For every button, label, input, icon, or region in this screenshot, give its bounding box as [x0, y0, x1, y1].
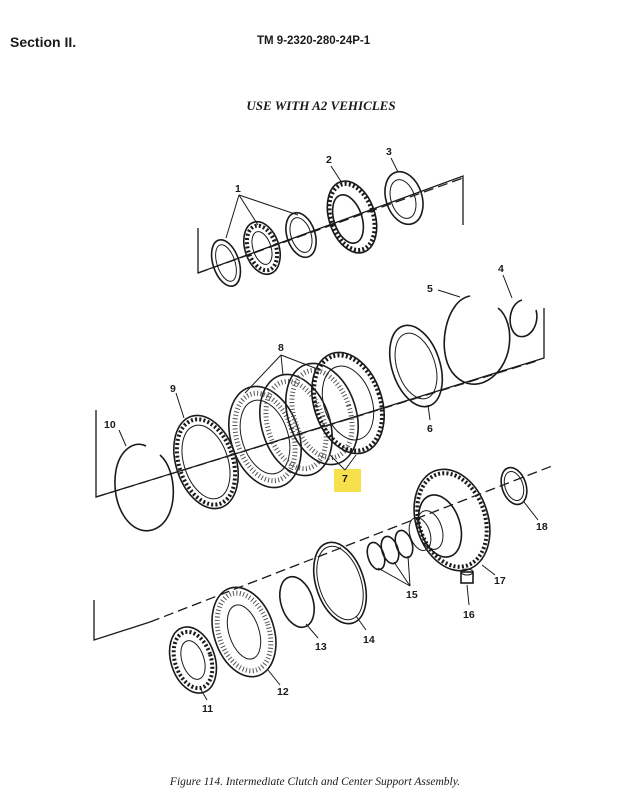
section-label: Section II.: [10, 34, 77, 50]
part-2-gear: [326, 180, 378, 254]
middle-group: 8 7 9 10 6 5 4: [95, 263, 545, 532]
callout-11: 11: [202, 703, 213, 715]
callout-12: 12: [277, 686, 289, 698]
part-13-seal: [278, 575, 316, 629]
part-16-plug: [460, 568, 474, 584]
middle-centerline: [95, 359, 541, 498]
callout-7-highlight: [334, 469, 361, 492]
part-5-snap-ring: [443, 295, 511, 385]
lower-frame: [93, 600, 151, 641]
part-11-sprag-assembly: [168, 626, 218, 694]
lower-group: 11 12 13 14 15 16 17 18: [93, 465, 553, 715]
callout-13: 13: [315, 641, 327, 653]
part-17-center-support: [408, 468, 491, 572]
callout-5: 5: [427, 283, 433, 295]
manual-number: TM 9-2320-280-24P-1: [257, 35, 371, 47]
middle-frame: [95, 308, 545, 498]
callout-7: 7: [342, 473, 348, 485]
part-8-clutch-pack: [228, 351, 385, 489]
callout-6: 6: [427, 423, 433, 435]
part-12-race: [211, 586, 277, 678]
callout-18: 18: [536, 521, 548, 533]
callout-16: 16: [463, 609, 475, 621]
callout-15: 15: [406, 589, 418, 601]
callout-2: 2: [326, 154, 332, 166]
callout-17: 17: [494, 575, 506, 587]
part-4-ring: [509, 299, 538, 338]
figure-subtitle: USE WITH A2 VEHICLES: [246, 98, 396, 113]
figure-caption: Figure 114. Intermediate Clutch and Cent…: [169, 776, 461, 788]
lower-centerline: [149, 465, 553, 623]
callout-1: 1: [235, 183, 241, 195]
callout-3: 3: [386, 146, 392, 158]
part-18-ring: [500, 466, 528, 506]
part-6-plate: [388, 324, 444, 408]
part-9-plate: [173, 414, 239, 510]
callout-8: 8: [278, 342, 284, 354]
callout-10: 10: [104, 419, 116, 431]
top-group: 1 2 3: [197, 146, 464, 287]
callout-9: 9: [170, 383, 176, 395]
callout-14: 14: [363, 634, 375, 646]
part-14-seal-ring: [312, 541, 368, 625]
callout-4: 4: [498, 263, 504, 275]
part-10-snap-ring: [114, 443, 175, 532]
part-3-plate: [384, 170, 424, 226]
